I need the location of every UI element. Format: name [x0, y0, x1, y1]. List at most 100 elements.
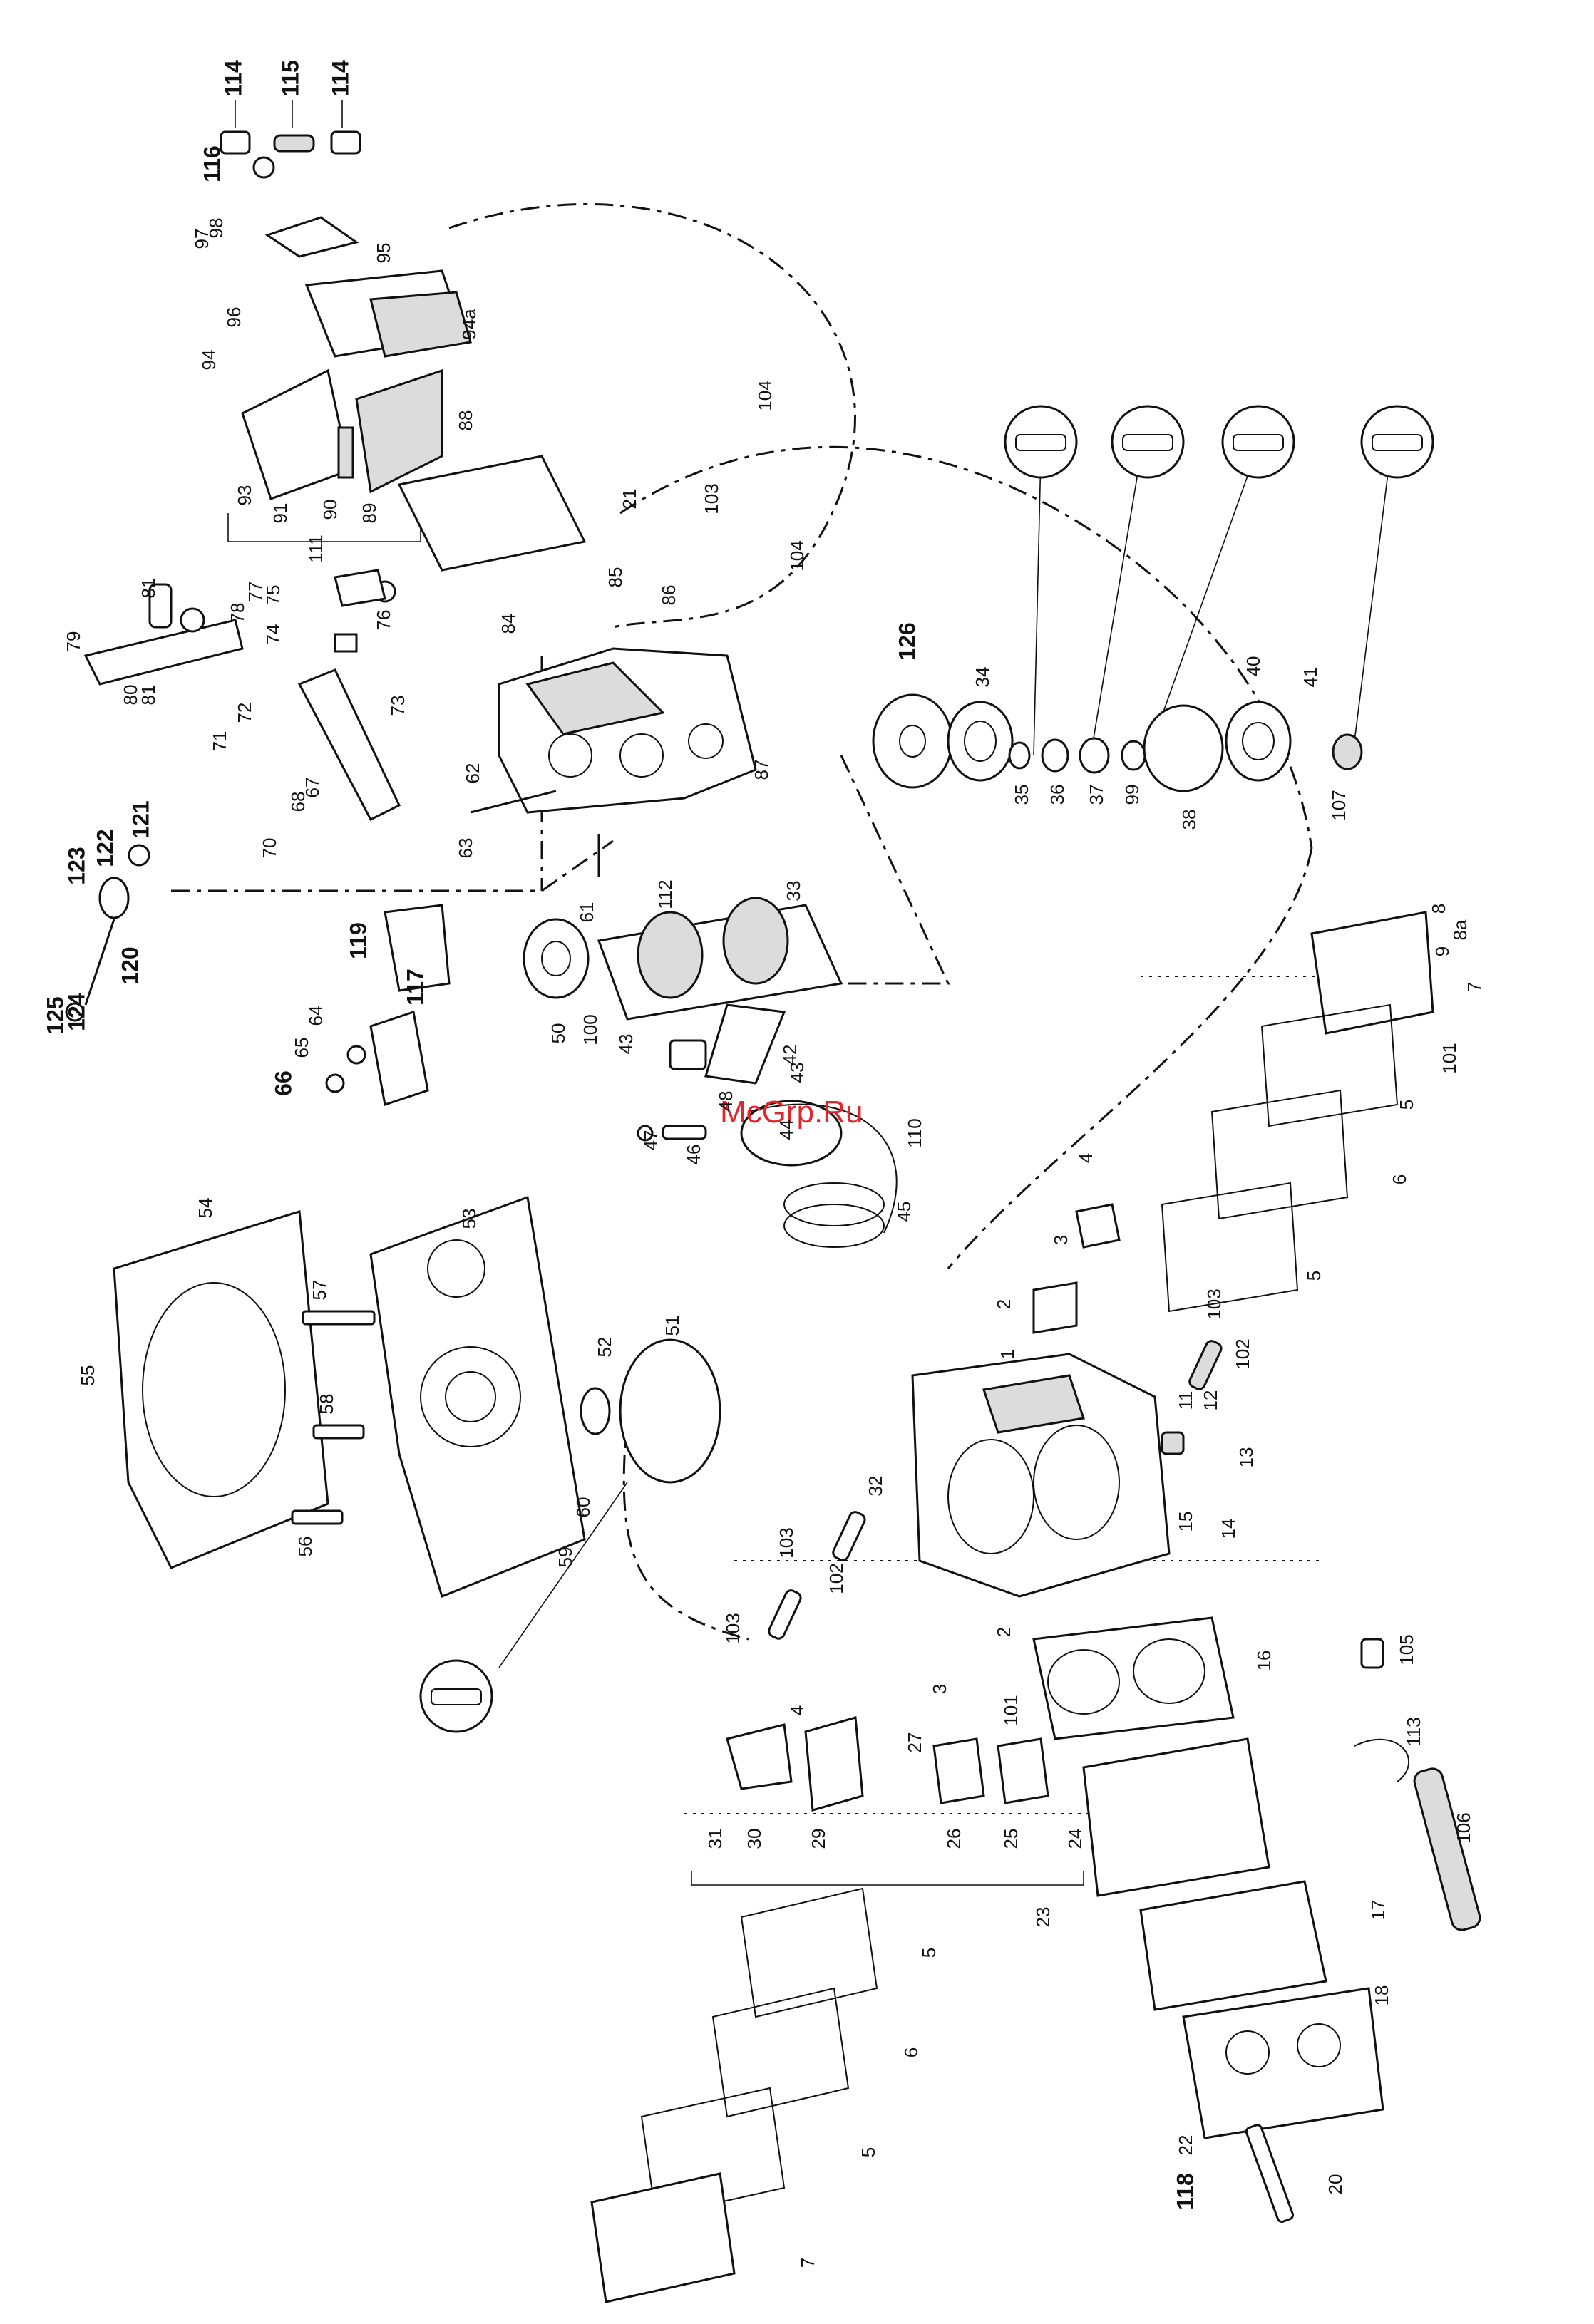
callout-number: 40: [1243, 656, 1264, 677]
callout-number: 96: [223, 307, 245, 328]
callout-number: 43: [786, 1063, 808, 1083]
callout-number: 55: [77, 1365, 98, 1386]
callout-number: 88: [455, 410, 476, 431]
callout-number: 60: [572, 1497, 594, 1518]
callout-number: 25: [1000, 1829, 1022, 1849]
cover-plate-stack: [1032, 911, 1434, 1334]
callout-number: 21: [619, 489, 640, 510]
callout-number: 65: [291, 1038, 312, 1058]
callout-number: 38: [1178, 810, 1200, 830]
throttle-linkage: [83, 569, 401, 821]
callout-number: 8a: [1449, 919, 1471, 940]
callout-number: 34: [972, 667, 993, 688]
callout-number: 124: [63, 993, 89, 1031]
callout-number: 77: [245, 582, 266, 602]
callout-number: 5: [1303, 1271, 1325, 1281]
callout-number: 81: [138, 685, 159, 706]
callout-number: 116: [199, 145, 225, 182]
seal-bearing-row: [872, 693, 1363, 792]
callout-number: 70: [259, 838, 280, 859]
callout-number: 48: [715, 1091, 736, 1112]
callout-number: 30: [744, 1829, 765, 1849]
callout-number: 118: [1172, 2173, 1198, 2210]
callout-number: 90: [319, 500, 341, 520]
fuel-tube-group: [768, 1340, 1481, 1931]
callout-number: 71: [209, 731, 230, 752]
callout-number: 58: [316, 1394, 337, 1415]
lower-gasket-stack: [590, 1887, 878, 2303]
callout-number: 6: [900, 2047, 922, 2057]
callout-number: 2: [993, 1299, 1014, 1309]
callout-number: 87: [751, 760, 772, 780]
callout-number: 68: [287, 792, 309, 812]
callout-number: 53: [458, 1209, 480, 1229]
callout-number: 6: [1389, 1174, 1410, 1184]
callout-number: 72: [234, 703, 255, 723]
callout-number: 45: [893, 1202, 915, 1222]
callout-number: 101: [1439, 1043, 1460, 1073]
callout-number: 98: [205, 218, 227, 239]
callout-number: 103: [776, 1527, 797, 1558]
callout-number: 107: [1328, 790, 1349, 820]
callout-number: 89: [359, 503, 380, 524]
callout-number: 15: [1175, 1512, 1196, 1532]
callout-number: 29: [808, 1829, 829, 1849]
callout-number: 85: [605, 567, 626, 588]
callout-number: 78: [227, 603, 248, 624]
callout-number: 27: [904, 1732, 925, 1753]
callout-number: 51: [662, 1316, 683, 1336]
crankshaft-group: [523, 897, 898, 1248]
seal-detail-circles: [419, 405, 1434, 1733]
callout-number: 44: [776, 1120, 797, 1140]
callout-number: 95: [373, 243, 394, 264]
callout-number: 91: [269, 503, 291, 524]
head-cover-group: [726, 1616, 1384, 2224]
callout-number: 31: [704, 1829, 726, 1849]
callout-number: 23: [1032, 1907, 1054, 1928]
callout-number: 35: [1011, 785, 1032, 805]
callout-number: 103: [722, 1613, 744, 1643]
callout-number: 16: [1253, 1651, 1275, 1671]
primer-group: [65, 844, 451, 1106]
callout-number: 5: [918, 1948, 940, 1958]
callout-number: 33: [783, 881, 804, 902]
callout-number: 63: [455, 838, 476, 859]
callout-number: 99: [1121, 785, 1143, 805]
callout-number: 66: [270, 1070, 296, 1096]
callout-number: 3: [929, 1684, 950, 1694]
callout-number: 104: [786, 540, 808, 571]
callout-number: 36: [1047, 785, 1068, 805]
reed-valve-group: [241, 216, 587, 572]
callout-number: 125: [42, 996, 68, 1034]
fitting-114-116: [220, 130, 361, 179]
callout-number: 73: [387, 696, 408, 716]
callout-number: 42: [779, 1045, 801, 1065]
callout-number: 102: [826, 1563, 847, 1594]
callout-number: 18: [1371, 1985, 1392, 2006]
callout-number: 22: [1175, 2135, 1196, 2156]
callout-number: 56: [294, 1537, 316, 1557]
callout-number: 86: [658, 585, 679, 606]
callout-number: 122: [92, 829, 118, 867]
callout-number: 59: [555, 1547, 576, 1568]
callout-number: 50: [547, 1023, 569, 1044]
callout-number: 106: [1453, 1812, 1474, 1843]
callout-number: 94: [198, 350, 220, 371]
callout-number: 12: [1200, 1390, 1221, 1411]
callout-number: 76: [373, 610, 394, 631]
callout-number: 120: [117, 946, 143, 984]
callout-number: 102: [1232, 1338, 1253, 1369]
callout-number: 41: [1300, 667, 1321, 688]
callout-number: 32: [865, 1476, 886, 1497]
callout-number: 20: [1325, 2174, 1346, 2195]
callout-number: 105: [1396, 1634, 1417, 1665]
callout-number: 1: [997, 1349, 1018, 1359]
callout-number: 52: [594, 1337, 615, 1358]
callout-number: 79: [63, 631, 84, 652]
callout-number: 75: [262, 585, 284, 606]
callout-number: 103: [1203, 1288, 1225, 1319]
callout-number: 93: [234, 485, 255, 506]
callout-number: 3: [1050, 1235, 1071, 1245]
callout-number: 103: [701, 483, 722, 514]
callout-number: 110: [904, 1118, 925, 1147]
